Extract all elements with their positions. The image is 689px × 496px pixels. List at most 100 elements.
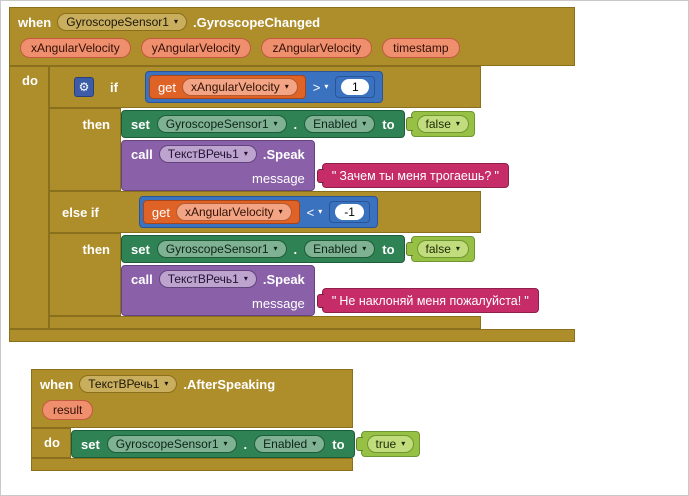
- set-label: set: [81, 436, 100, 452]
- do-label: do: [44, 435, 60, 450]
- dot-separator: .: [243, 436, 248, 452]
- property-dropdown[interactable]: Enabled ▾: [304, 115, 376, 133]
- component-dropdown[interactable]: GyroscopeSensor1 ▾: [156, 115, 287, 133]
- param-chip-y-angular-velocity[interactable]: yAngularVelocity: [140, 38, 252, 58]
- call-label: call: [131, 271, 153, 287]
- get-label: get: [151, 204, 170, 220]
- message-arg-label: message: [252, 296, 305, 311]
- component-dropdown[interactable]: ТекстВРечь1 ▾: [158, 270, 257, 288]
- event-header: when GyroscopeSensor1 ▾ .GyroscopeChange…: [9, 7, 575, 66]
- compare-block-2[interactable]: get xAngularVelocity ▾ < ▾ -1: [138, 196, 378, 228]
- message-arg-label: message: [252, 171, 305, 186]
- to-label: to: [382, 241, 395, 257]
- then-label: then: [82, 242, 110, 257]
- number-field[interactable]: -1: [335, 204, 364, 220]
- param-chip-x-angular-velocity[interactable]: xAngularVelocity: [20, 38, 131, 58]
- dropdown-arrow-icon: ▾: [273, 119, 278, 128]
- component-dropdown[interactable]: ТекстВРечь1 ▾: [79, 375, 178, 393]
- event-block-bottom: [31, 458, 353, 471]
- component-dropdown[interactable]: ТекстВРечь1 ▾: [158, 145, 257, 163]
- property-dropdown[interactable]: Enabled ▾: [304, 240, 376, 258]
- event-header: when ТекстВРечь1 ▾ .AfterSpeaking result: [31, 369, 353, 428]
- variable-dropdown[interactable]: xAngularVelocity ▾: [175, 203, 292, 221]
- if-row: ⚙ if get xAngularVelocity ▾ > ▾: [49, 66, 481, 108]
- dropdown-arrow-icon: ▾: [324, 82, 329, 91]
- set-property-block[interactable]: set GyroscopeSensor1 ▾ . Enabled ▾ to: [71, 430, 355, 458]
- string-value: Не наклоняй меня пожалуйста!: [339, 293, 522, 308]
- set-label: set: [131, 241, 150, 257]
- dropdown-arrow-icon: ▾: [455, 119, 460, 128]
- property-dropdown[interactable]: Enabled ▾: [254, 435, 326, 453]
- dropdown-arrow-icon: ▾: [164, 379, 169, 388]
- dot-separator: .: [293, 116, 298, 132]
- event-block-bottom: [9, 329, 575, 342]
- do-label: do: [22, 73, 38, 88]
- when-after-speaking-block[interactable]: when ТекстВРечь1 ▾ .AfterSpeaking result…: [31, 369, 421, 471]
- do-section-spine: do: [9, 66, 49, 329]
- event-name-label: .AfterSpeaking: [183, 376, 276, 392]
- logic-false-block[interactable]: false ▾: [410, 236, 475, 262]
- quote-mark: ": [494, 168, 499, 183]
- text-string-block[interactable]: " Не наклоняй меня пожалуйста! ": [321, 288, 539, 313]
- event-name-label: .GyroscopeChanged: [192, 14, 321, 30]
- if-else-block[interactable]: ⚙ if get xAngularVelocity ▾ > ▾: [49, 66, 539, 329]
- param-chip-timestamp[interactable]: timestamp: [382, 38, 460, 58]
- get-label: get: [157, 79, 177, 95]
- compare-block-1[interactable]: get xAngularVelocity ▾ > ▾ 1: [144, 71, 384, 103]
- when-label: when: [18, 14, 52, 30]
- set-property-block[interactable]: set GyroscopeSensor1 ▾ . Enabled ▾: [121, 235, 405, 263]
- if-block-bottom: [49, 316, 481, 329]
- quote-mark: ": [524, 293, 529, 308]
- dropdown-arrow-icon: ▾: [362, 119, 367, 128]
- operator-dropdown[interactable]: > ▾: [312, 79, 329, 95]
- when-gyroscope-changed-block[interactable]: when GyroscopeSensor1 ▾ .GyroscopeChange…: [9, 7, 575, 342]
- else-if-row: else if get xAngularVelocity ▾ < ▾: [49, 191, 481, 233]
- logic-false-block[interactable]: false ▾: [410, 111, 475, 137]
- method-label: .Speak: [262, 146, 305, 162]
- component-dropdown[interactable]: GyroscopeSensor1 ▾: [57, 13, 187, 31]
- boolean-dropdown[interactable]: false ▾: [416, 115, 469, 133]
- dropdown-arrow-icon: ▾: [362, 244, 367, 253]
- dropdown-arrow-icon: ▾: [243, 274, 248, 283]
- dropdown-arrow-icon: ▾: [401, 439, 406, 448]
- call-label: call: [131, 146, 153, 162]
- mutator-gear-icon[interactable]: ⚙: [74, 77, 94, 97]
- to-label: to: [382, 116, 395, 132]
- boolean-dropdown[interactable]: false ▾: [416, 240, 469, 258]
- then-spine: then: [49, 233, 121, 316]
- dropdown-arrow-icon: ▾: [273, 244, 278, 253]
- call-speak-block[interactable]: call ТекстВРечь1 ▾ .Speak message: [121, 140, 315, 191]
- get-variable-block[interactable]: get xAngularVelocity ▾: [148, 75, 306, 99]
- set-property-block[interactable]: set GyroscopeSensor1 ▾ . Enabled ▾: [121, 110, 405, 138]
- set-label: set: [131, 116, 150, 132]
- method-label: .Speak: [262, 271, 305, 287]
- string-value: Зачем ты меня трогаешь?: [339, 168, 492, 183]
- dropdown-arrow-icon: ▾: [223, 439, 228, 448]
- variable-dropdown[interactable]: xAngularVelocity ▾: [182, 78, 298, 96]
- logic-true-block[interactable]: true ▾: [360, 431, 421, 457]
- set-enabled-true-unit: set GyroscopeSensor1 ▾ . Enabled ▾ to: [71, 430, 421, 458]
- operator-dropdown[interactable]: < ▾: [306, 204, 323, 220]
- number-field[interactable]: 1: [341, 79, 370, 95]
- number-block[interactable]: 1: [335, 76, 376, 98]
- quote-mark: ": [331, 168, 337, 183]
- dot-separator: .: [293, 241, 298, 257]
- get-variable-block[interactable]: get xAngularVelocity ▾: [142, 200, 300, 224]
- call-speak-block[interactable]: call ТекстВРечь1 ▾ .Speak message: [121, 265, 315, 316]
- dropdown-arrow-icon: ▾: [318, 207, 323, 216]
- dropdown-arrow-icon: ▾: [312, 439, 317, 448]
- number-block[interactable]: -1: [329, 201, 370, 223]
- event-params-row: result: [32, 398, 101, 427]
- text-string-block[interactable]: " Зачем ты меня трогаешь? ": [321, 163, 509, 188]
- then-label: then: [82, 117, 110, 132]
- else-if-label: else if: [62, 204, 99, 220]
- component-dropdown[interactable]: GyroscopeSensor1 ▾: [156, 240, 287, 258]
- boolean-dropdown[interactable]: true ▾: [366, 435, 415, 453]
- component-dropdown[interactable]: GyroscopeSensor1 ▾: [106, 435, 237, 453]
- call-speak-unit: call ТекстВРечь1 ▾ .Speak message: [121, 265, 539, 316]
- quote-mark: ": [331, 293, 337, 308]
- param-chip-result[interactable]: result: [42, 400, 94, 420]
- dropdown-arrow-icon: ▾: [278, 207, 283, 216]
- param-chip-z-angular-velocity[interactable]: zAngularVelocity: [261, 38, 373, 58]
